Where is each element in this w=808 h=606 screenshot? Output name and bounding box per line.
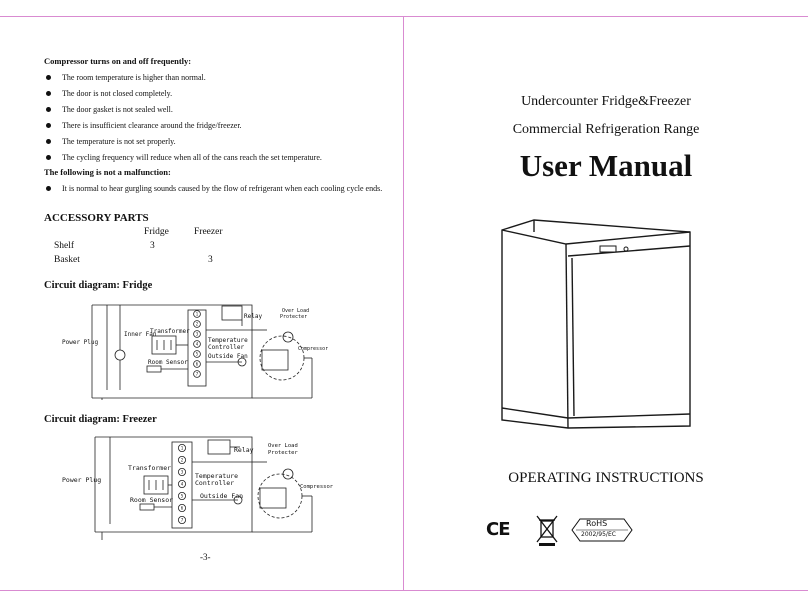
cover-title: User Manual bbox=[519, 148, 693, 183]
weee-crossed-bin-icon bbox=[536, 515, 558, 546]
room-sensor-label: Room Sensor bbox=[130, 496, 173, 504]
rohs-directive-label: 2002/95/EC bbox=[581, 531, 616, 538]
terminal-label: 4 bbox=[196, 341, 199, 346]
list-item: There is insufficient clearance around t… bbox=[44, 119, 394, 132]
terminal-label: 2 bbox=[196, 321, 199, 326]
list-item: The door gasket is not sealed well. bbox=[44, 103, 394, 116]
list-item: The door is not closed completely. bbox=[44, 87, 394, 100]
circuit-fridge-title: Circuit diagram: Fridge bbox=[44, 280, 153, 291]
overload-label: Protecter bbox=[268, 450, 298, 456]
list-item: The room temperature is higher than norm… bbox=[44, 71, 394, 84]
relay-label: Relay bbox=[244, 313, 262, 320]
page-border-bottom bbox=[0, 590, 808, 591]
terminal-label: 6 bbox=[196, 361, 199, 366]
troubleshooting-section: Compressor turns on and off frequently: … bbox=[44, 56, 394, 198]
transformer-label: Transformer bbox=[150, 328, 190, 335]
list-item: The cycling frequency will reduce when a… bbox=[44, 151, 394, 164]
temperature-controller-label: Temperature bbox=[195, 472, 238, 480]
troubleshooting-heading: Compressor turns on and off frequently: bbox=[44, 56, 192, 66]
circuit-diagram-fridge: 1 2 3 4 5 6 7 Power Plug Inner Fan Trans… bbox=[62, 304, 328, 400]
terminal-label: 2 bbox=[181, 458, 184, 463]
rohs-badge-icon bbox=[571, 518, 633, 542]
overload-label: Over Load bbox=[268, 443, 298, 449]
fridge-illustration bbox=[501, 219, 691, 429]
certification-logos: CE RoHS 2002/95/EC bbox=[486, 514, 636, 550]
accessory-parts-title: ACCESSORY PARTS bbox=[44, 212, 149, 224]
part-freezer-qty bbox=[194, 239, 244, 253]
overload-label: Over Load bbox=[282, 308, 309, 314]
cover-subtitle-product: Undercounter Fridge&Freezer bbox=[521, 94, 691, 109]
transformer-label: Transformer bbox=[128, 464, 171, 472]
accessory-table: Fridge Freezer Shelf 3 Basket 3 bbox=[44, 225, 244, 267]
terminal-label: 3 bbox=[196, 331, 199, 336]
list-item: The temperature is not set properly. bbox=[44, 135, 394, 148]
part-fridge-qty: 3 bbox=[150, 241, 155, 251]
part-freezer-qty: 3 bbox=[208, 255, 213, 265]
circuit-diagram-freezer: 1 2 3 4 5 6 7 Power Plug Transformer Roo… bbox=[62, 436, 334, 540]
table-row: Basket 3 bbox=[44, 253, 244, 267]
col-header-fridge: Fridge bbox=[144, 227, 169, 237]
list-item: It is normal to hear gurgling sounds cau… bbox=[44, 182, 394, 195]
part-name: Shelf bbox=[54, 241, 75, 251]
terminal-label: 4 bbox=[181, 482, 184, 487]
terminal-label: 5 bbox=[196, 351, 199, 356]
terminal-label: 7 bbox=[181, 518, 184, 523]
temperature-controller-label: Controller bbox=[208, 344, 245, 351]
operating-instructions-heading: OPERATING INSTRUCTIONS bbox=[508, 470, 704, 486]
power-plug-label: Power Plug bbox=[62, 339, 99, 346]
rohs-label: RoHS bbox=[586, 519, 608, 528]
table-row: Shelf 3 bbox=[44, 239, 244, 253]
terminal-label: 1 bbox=[196, 311, 199, 316]
part-name: Basket bbox=[54, 255, 80, 265]
room-sensor-label: Room Sensor bbox=[148, 359, 188, 366]
part-fridge-qty bbox=[144, 253, 194, 267]
page-number: -3- bbox=[200, 552, 211, 562]
compressor-label: Compressor bbox=[300, 484, 334, 490]
cover-subtitle-range: Commercial Refrigeration Range bbox=[512, 122, 700, 137]
outside-fan-label: Outside Fan bbox=[200, 492, 243, 500]
power-plug-label: Power Plug bbox=[62, 476, 101, 484]
page-fold-divider bbox=[403, 16, 404, 591]
terminal-label: 6 bbox=[181, 506, 184, 511]
troubleshooting-list: The room temperature is higher than norm… bbox=[44, 71, 394, 164]
inner-fan-label: Inner Fan bbox=[124, 331, 157, 338]
relay-label: Relay bbox=[234, 446, 254, 454]
compressor-label: Compressor bbox=[298, 346, 328, 352]
accessory-parts-section: ACCESSORY PARTS Fridge Freezer Shelf 3 B… bbox=[44, 212, 284, 267]
terminal-label: 7 bbox=[196, 371, 199, 376]
not-malfunction-list: It is normal to hear gurgling sounds cau… bbox=[44, 182, 394, 195]
terminal-label: 3 bbox=[181, 470, 184, 475]
overload-label: Protecter bbox=[280, 314, 307, 320]
outside-fan-label: Outside Fan bbox=[208, 353, 248, 360]
ce-mark-icon: CE bbox=[486, 519, 510, 540]
table-row: Fridge Freezer bbox=[44, 225, 244, 239]
col-header-freezer: Freezer bbox=[194, 227, 223, 237]
page-border-top bbox=[0, 16, 808, 17]
temperature-controller-label: Temperature bbox=[208, 337, 248, 344]
circuit-freezer-title: Circuit diagram: Freezer bbox=[44, 414, 157, 425]
terminal-label: 1 bbox=[181, 446, 184, 451]
terminal-label: 5 bbox=[181, 494, 184, 499]
temperature-controller-label: Controller bbox=[195, 479, 234, 487]
not-malfunction-heading: The following is not a malfunction: bbox=[44, 167, 171, 177]
